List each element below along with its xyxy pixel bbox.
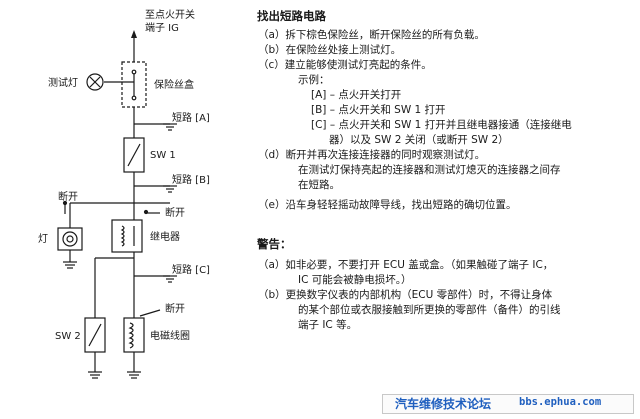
step-d-cont-2: 在短路。 bbox=[298, 179, 340, 191]
watermark-url: bbs.ephua.com bbox=[519, 396, 602, 408]
example-b: [B] – 点火开关和 SW 1 打开 bbox=[311, 104, 446, 116]
solenoid-icon bbox=[123, 317, 145, 353]
step-e: （e）沿车身轻轻摇动故障导线，找出短路的确切位置。 bbox=[258, 199, 517, 211]
open-label-1: 断开 bbox=[58, 190, 78, 203]
open-label-3: 断开 bbox=[165, 302, 185, 315]
warning-title: 警告： bbox=[257, 237, 292, 251]
step-b: （b）在保险丝处接上测试灯。 bbox=[258, 44, 402, 56]
ignition-label-2: 端子 IG bbox=[145, 21, 179, 34]
warning-a-cont: IC 可能会被静电损坏。） bbox=[298, 274, 412, 286]
example-c: [C] – 点火开关和 SW 1 打开并且继电器接通（连接继电 bbox=[311, 119, 572, 131]
arrow-up-icon bbox=[131, 30, 137, 38]
test-lamp-icon bbox=[86, 73, 104, 91]
relay-icon bbox=[111, 219, 143, 253]
watermark-banner bbox=[382, 394, 634, 414]
relay-label: 继电器 bbox=[150, 230, 180, 243]
ignition-label-1: 至点火开关 bbox=[145, 8, 195, 21]
short-b-label: 短路 [B] bbox=[172, 173, 210, 186]
step-d: （d）断开并再次连接连接器的同时观察测试灯。 bbox=[258, 149, 486, 161]
watermark-site-name: 汽车维修技术论坛 bbox=[395, 397, 492, 411]
short-c-label: 短路 [C] bbox=[172, 263, 210, 276]
example-c-cont: 器）以及 SW 2 关闭（或断开 SW 2） bbox=[329, 134, 509, 146]
warning-b-cont-1: 的某个部位或衣服接触到所更换的零部件（备件）的引线 bbox=[298, 304, 561, 316]
warning-b: （b）更换数字仪表的内部机构（ECU 零部件）时，不得让身体 bbox=[258, 289, 553, 301]
short-circuit-wiring-diagram: 至点火开关 端子 IG 测试灯 保险丝盒 短路 [A] SW 1 短路 [B] … bbox=[38, 8, 210, 379]
example-heading: 示例： bbox=[298, 74, 330, 86]
step-d-cont-1: 在测试灯保持亮起的连接器和测试灯熄灭的连接器之间存 bbox=[298, 164, 561, 176]
step-a: （a）拆下棕色保险丝，断开保险丝的所有负载。 bbox=[258, 29, 485, 41]
open-label-2: 断开 bbox=[165, 206, 185, 219]
section-title: 找出短路电路 bbox=[257, 9, 326, 23]
warning-a: （a）如非必要，不要打开 ECU 盖或盒。（如果触碰了端子 IC， bbox=[258, 259, 554, 271]
test-lamp-label: 测试灯 bbox=[48, 76, 78, 89]
warning-b-cont-2: 端子 IC 等。 bbox=[298, 319, 358, 331]
lamp-icon bbox=[57, 227, 83, 251]
step-c: （c）建立能够使测试灯亮起的条件。 bbox=[258, 59, 432, 71]
sw2-label: SW 2 bbox=[55, 331, 81, 342]
fuse-box-label: 保险丝盒 bbox=[154, 78, 194, 91]
example-a: [A] – 点火开关打开 bbox=[311, 89, 402, 101]
lamp-label: 灯 bbox=[38, 233, 48, 245]
short-a-label: 短路 [A] bbox=[172, 111, 210, 124]
sw1-label: SW 1 bbox=[150, 150, 176, 161]
solenoid-label: 电磁线圈 bbox=[150, 329, 190, 342]
